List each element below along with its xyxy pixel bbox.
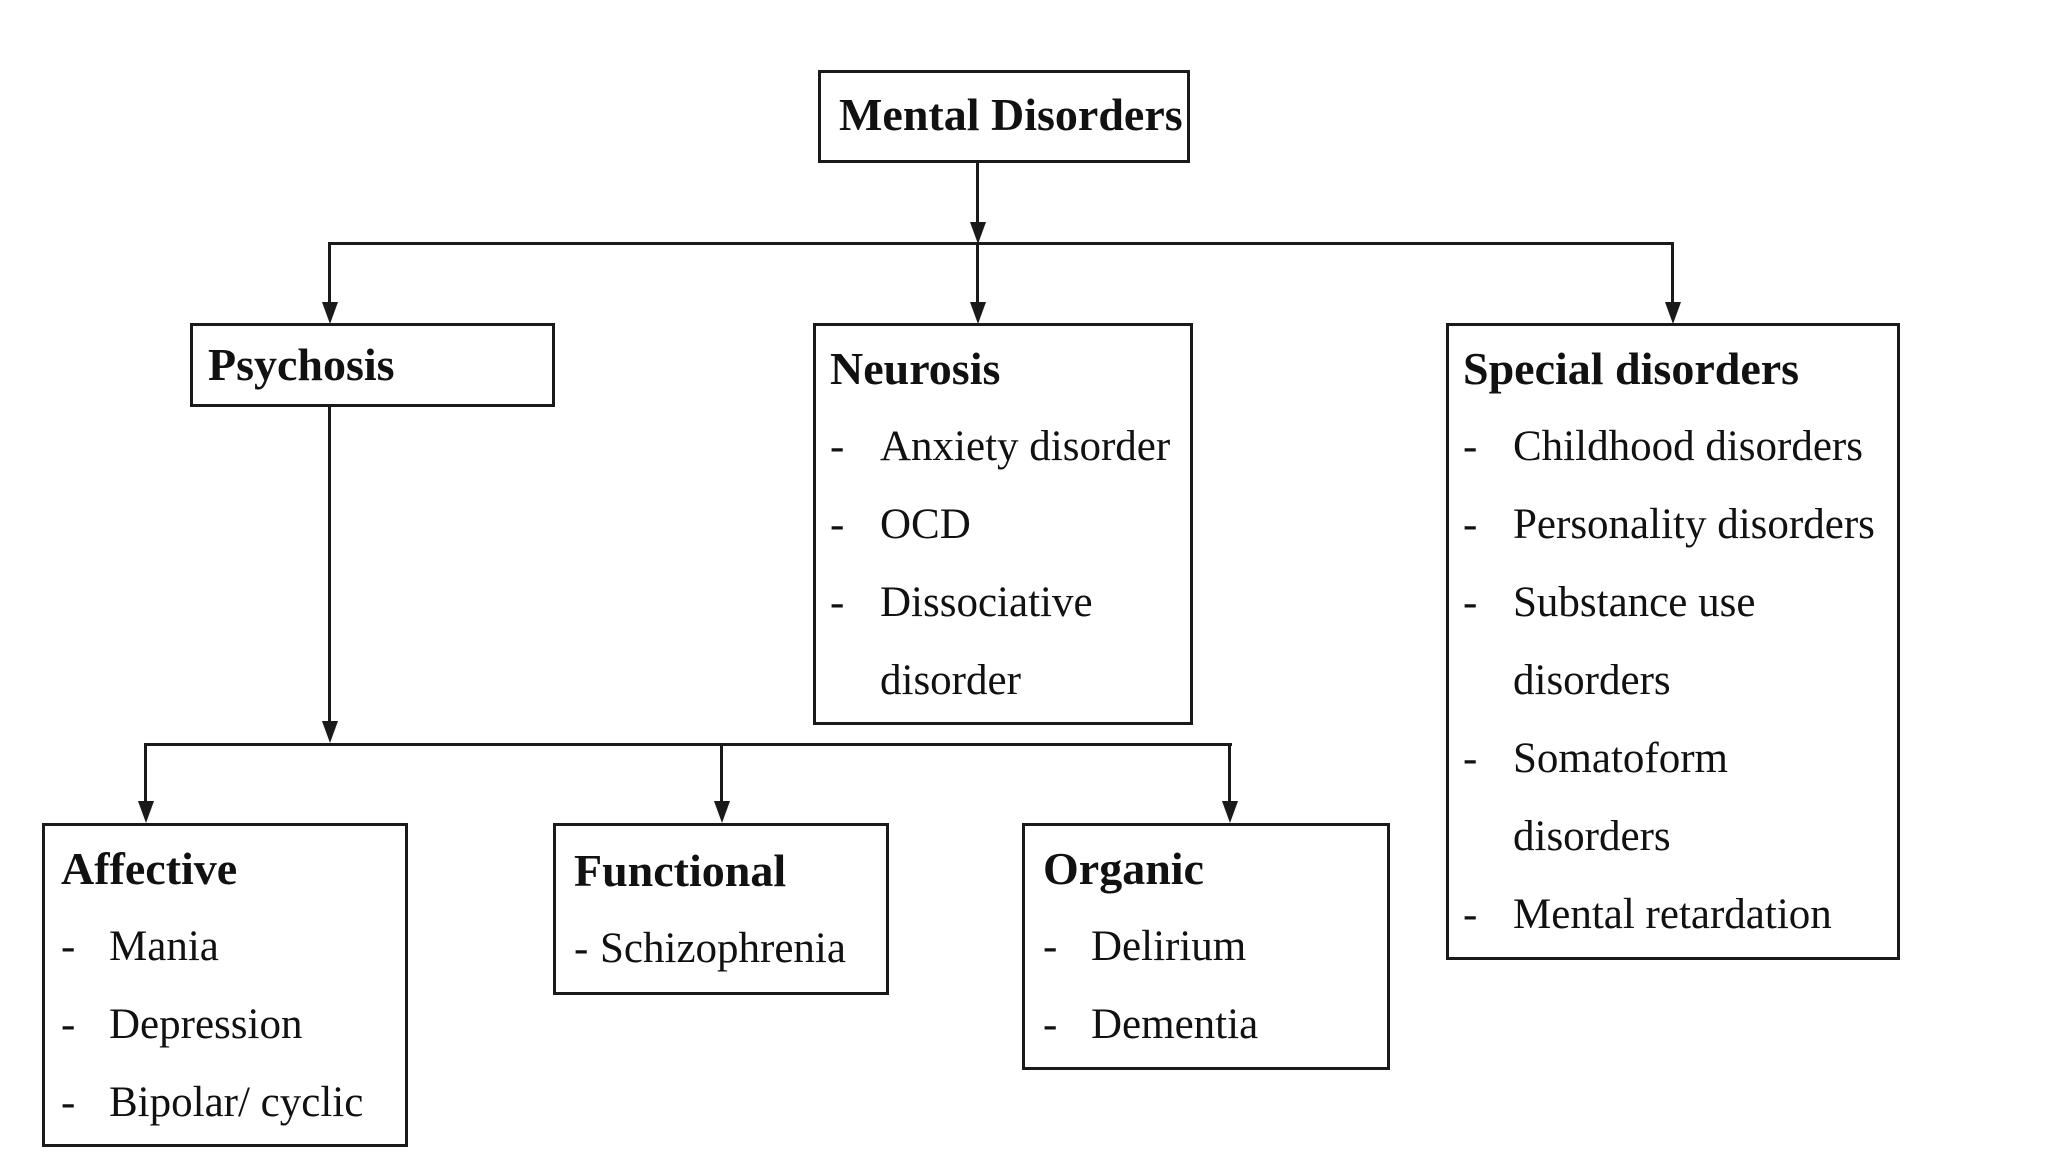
list-item: -Somatoform disorders	[1463, 720, 1889, 876]
item-label: Dementia	[1091, 1001, 1259, 1048]
connector-root-stem	[976, 163, 979, 222]
dash-bullet: -	[830, 423, 845, 470]
connector-to-affective	[144, 746, 147, 802]
node-item-list: -Delirium-Dementia	[1043, 908, 1379, 1064]
node-title: Functional	[574, 845, 787, 896]
list-item: -Schizophrenia	[574, 910, 878, 988]
connector-psychosis-stem	[328, 407, 331, 723]
item-label: Personality disorders	[1513, 501, 1875, 548]
dash-bullet: -	[1043, 923, 1058, 970]
arrowhead-special-icon	[1665, 302, 1681, 324]
arrowhead-affective-icon	[138, 801, 154, 823]
dash-bullet: -	[574, 925, 589, 972]
dash-bullet: -	[61, 923, 76, 970]
item-label: Mania	[109, 923, 219, 970]
node-neurosis: Neurosis -Anxiety disorder-OCD-Dissociat…	[813, 323, 1193, 725]
item-label: Childhood disorders	[1513, 423, 1863, 470]
item-label: Schizophrenia	[600, 925, 846, 972]
list-item: -OCD	[830, 486, 1186, 564]
node-title: Special disorders	[1463, 343, 1800, 394]
list-item: -Dissociative disorder	[830, 564, 1186, 720]
arrowhead-psychosis-icon	[322, 302, 338, 324]
arrowhead-psychosis-stem-icon	[322, 721, 338, 743]
dash-bullet: -	[1463, 423, 1478, 470]
connector-to-psychosis	[328, 245, 331, 302]
arrowhead-organic-icon	[1222, 801, 1238, 823]
node-affective: Affective -Mania-Depression-Bipolar/ cyc…	[42, 823, 408, 1147]
arrowhead-functional-icon	[714, 801, 730, 823]
list-item: -Childhood disorders	[1463, 408, 1889, 486]
node-organic: Organic -Delirium-Dementia	[1022, 823, 1390, 1070]
node-mental-disorders: Mental Disorders	[818, 70, 1190, 163]
node-item-list: -Anxiety disorder-OCD-Dissociative disor…	[830, 408, 1186, 720]
dash-bullet: -	[830, 579, 845, 626]
dash-bullet: -	[1043, 1001, 1058, 1048]
dash-bullet: -	[1463, 579, 1478, 626]
node-psychosis: Psychosis	[190, 323, 555, 407]
list-item: -Mental retardation	[1463, 876, 1889, 954]
list-item: -Dementia	[1043, 986, 1379, 1064]
dash-bullet: -	[61, 1079, 76, 1126]
connector-to-organic	[1228, 746, 1231, 802]
connector-to-neurosis	[976, 245, 979, 302]
connector-to-functional	[720, 746, 723, 802]
node-item-list: -Mania-Depression-Bipolar/ cyclic	[61, 908, 397, 1142]
connector-to-special	[1671, 245, 1674, 302]
node-title: Psychosis	[208, 339, 395, 390]
item-label: Bipolar/ cyclic	[109, 1079, 364, 1126]
dash-bullet: -	[830, 501, 845, 548]
arrowhead-root-icon	[970, 222, 986, 244]
list-item: -Substance use disorders	[1463, 564, 1889, 720]
item-label: Somatoform disorders	[1513, 735, 1728, 860]
list-item: -Delirium	[1043, 908, 1379, 986]
arrowhead-neurosis-icon	[970, 302, 986, 324]
dash-bullet: -	[61, 1001, 76, 1048]
node-functional: Functional -Schizophrenia	[553, 823, 889, 995]
node-item-list: -Schizophrenia	[574, 910, 878, 988]
list-item: -Anxiety disorder	[830, 408, 1186, 486]
item-label: Delirium	[1091, 923, 1247, 970]
dash-bullet: -	[1463, 735, 1478, 782]
item-label: Mental retardation	[1513, 891, 1832, 938]
node-special-disorders: Special disorders -Childhood disorders-P…	[1446, 323, 1900, 960]
dash-bullet: -	[1463, 501, 1478, 548]
node-title: Affective	[61, 843, 238, 894]
node-item-list: -Childhood disorders-Personality disorde…	[1463, 408, 1889, 954]
dash-bullet: -	[1463, 891, 1478, 938]
item-label: Substance use disorders	[1513, 579, 1756, 704]
list-item: -Personality disorders	[1463, 486, 1889, 564]
item-label: Anxiety disorder	[880, 423, 1171, 470]
item-label: Dissociative disorder	[880, 579, 1093, 704]
list-item: -Depression	[61, 986, 397, 1064]
node-title: Mental Disorders	[839, 89, 1183, 140]
list-item: -Bipolar/ cyclic	[61, 1064, 397, 1142]
list-item: -Mania	[61, 908, 397, 986]
connector-level2-rail	[144, 743, 1232, 746]
item-label: OCD	[880, 501, 971, 548]
node-title: Organic	[1043, 843, 1204, 894]
node-title: Neurosis	[830, 343, 1001, 394]
item-label: Depression	[109, 1001, 303, 1048]
connector-level1-rail	[328, 242, 1674, 245]
